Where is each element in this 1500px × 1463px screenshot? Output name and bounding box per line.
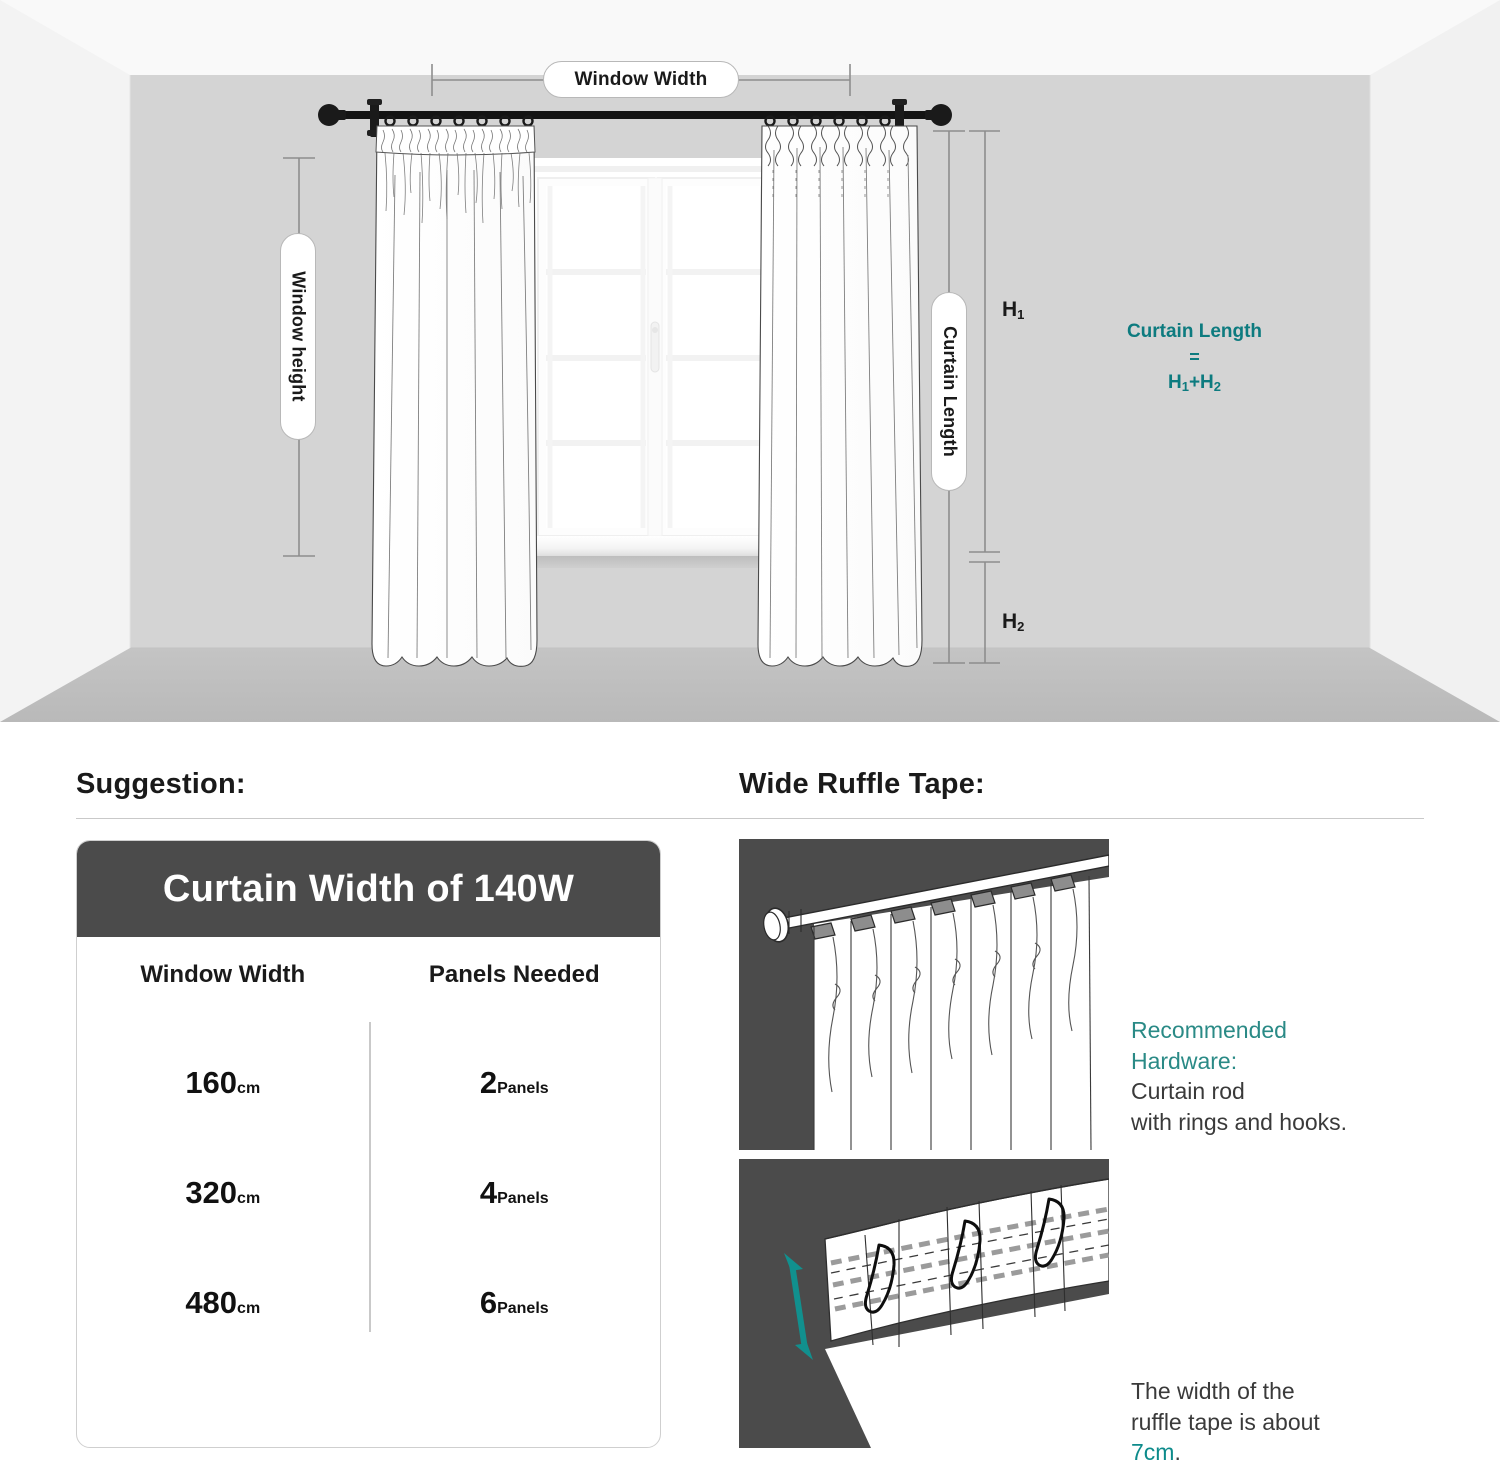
- curtain-rod-illustration: [318, 99, 952, 137]
- label-h1-sub: 1: [1017, 307, 1025, 322]
- cell-panels-needed: 6Panels: [369, 1285, 661, 1321]
- teal-measure-arrow: [784, 1253, 813, 1360]
- formula-h2-sub: 2: [1213, 379, 1222, 395]
- suggestion-table: Window Width Panels Needed 160cm 2Panels…: [77, 937, 660, 1447]
- cell-panels-needed: 2Panels: [369, 1065, 661, 1101]
- room-scene: Window Width Window height Curtain Lengt…: [0, 0, 1500, 722]
- label-h1: H1: [1002, 298, 1024, 322]
- suggestion-card-title: Curtain Width of 140W: [162, 867, 575, 910]
- dimension-curtain-length: [933, 130, 965, 664]
- cell-width-value: 480: [185, 1285, 238, 1320]
- cell-panels-unit: Panels: [497, 1080, 549, 1097]
- note-width-line-1: The width of the: [1131, 1378, 1295, 1404]
- note-hardware-line-3: Curtain rod: [1131, 1078, 1245, 1105]
- cell-width-value: 320: [185, 1175, 238, 1210]
- section-divider: [76, 818, 1424, 819]
- label-h2: H2: [1002, 610, 1024, 634]
- suggestion-card-header: Curtain Width of 140W: [77, 841, 660, 937]
- room-illustration: [0, 0, 1500, 722]
- note-hardware-line-4: with rings and hooks.: [1131, 1108, 1348, 1135]
- cell-width-unit: cm: [237, 1300, 261, 1317]
- dimension-window-height: [283, 157, 315, 557]
- table-header-row: Window Width Panels Needed: [77, 961, 660, 989]
- label-window-width: Window Width: [543, 61, 739, 98]
- note-width-value: 7cm: [1131, 1439, 1175, 1463]
- formula-h1-sub: 1: [1181, 379, 1189, 395]
- table-row: 480cm 6Panels: [77, 1285, 660, 1321]
- cell-panels-value: 2: [479, 1065, 498, 1100]
- table-column-divider: [369, 1022, 371, 1332]
- illustration-rod-rings-hooks: [739, 839, 1109, 1150]
- label-h2-letter: H: [1002, 610, 1018, 633]
- left-curtain-panel: [371, 125, 538, 667]
- cell-window-width: 160cm: [77, 1065, 369, 1101]
- cell-panels-needed: 4Panels: [369, 1175, 661, 1211]
- column-header-panels-needed: Panels Needed: [428, 961, 600, 988]
- note-ruffle-tape-width: The width of the ruffle tape is about 7c…: [1131, 1376, 1431, 1463]
- cell-panels-unit: Panels: [497, 1300, 549, 1317]
- note-hardware-line-1: Recommended: [1131, 1017, 1287, 1043]
- note-width-line-3: 7cm.: [1131, 1437, 1431, 1463]
- formula-plus-h2: +H: [1188, 372, 1214, 394]
- heading-colon: :: [975, 768, 985, 800]
- cell-width-unit: cm: [237, 1080, 261, 1097]
- label-curtain-length: Curtain Length: [931, 292, 967, 491]
- cell-window-width: 320cm: [77, 1175, 369, 1211]
- formula-curtain-length: Curtain Length = H1+H2: [1092, 319, 1297, 396]
- label-h2-sub: 2: [1017, 619, 1025, 634]
- label-window-height: Window height: [280, 233, 316, 440]
- label-h1-letter: H: [1002, 298, 1018, 321]
- cell-window-width: 480cm: [77, 1285, 369, 1321]
- cell-width-unit: cm: [237, 1190, 261, 1207]
- suggestion-card: Curtain Width of 140W Window Width Panel…: [76, 840, 661, 1448]
- formula-line-3: H1+H2: [1092, 370, 1297, 396]
- heading-suggestion: Suggestion:: [76, 768, 246, 800]
- label-curtain-length-text: Curtain Length: [939, 326, 960, 457]
- illustration-ruffle-tape: [739, 1159, 1109, 1448]
- note-width-period: .: [1174, 1439, 1181, 1463]
- table-row: 320cm 4Panels: [77, 1175, 660, 1211]
- cell-width-value: 160: [185, 1065, 238, 1100]
- dimension-h1-h2: [969, 130, 1000, 664]
- cell-panels-value: 6: [479, 1285, 498, 1320]
- note-width-line-2: ruffle tape is about: [1131, 1408, 1320, 1435]
- heading-wide-ruffle-tape-text: Wide Ruffle Tape: [739, 768, 976, 800]
- cell-panels-value: 4: [479, 1175, 498, 1210]
- heading-wide-ruffle-tape: Wide Ruffle Tape:: [739, 768, 985, 801]
- window-illustration: [520, 158, 792, 568]
- label-window-height-text: Window height: [288, 271, 309, 402]
- table-row: 160cm 2Panels: [77, 1065, 660, 1101]
- note-hardware-line-2: Hardware:: [1131, 1047, 1238, 1074]
- right-curtain-panel: [757, 125, 923, 667]
- formula-line-1: Curtain Length: [1126, 321, 1263, 342]
- cell-panels-unit: Panels: [497, 1190, 549, 1207]
- formula-equals: =: [1189, 347, 1200, 368]
- column-header-window-width: Window Width: [140, 961, 306, 988]
- formula-h1-letter: H: [1167, 372, 1182, 394]
- note-recommended-hardware: Recommended Hardware: Curtain rod with r…: [1131, 1015, 1431, 1137]
- label-window-width-text: Window Width: [574, 68, 708, 90]
- dimension-window-width: [431, 64, 851, 96]
